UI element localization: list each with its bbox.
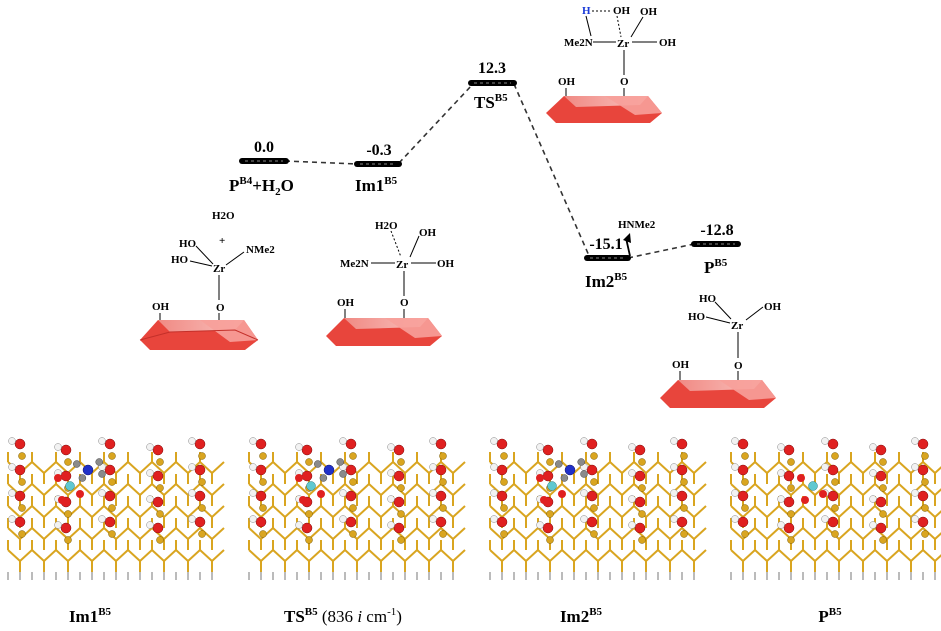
- svg-text:Zr: Zr: [731, 320, 743, 332]
- slab-im2: [489, 437, 707, 580]
- svg-text:H: H: [582, 5, 591, 17]
- svg-text:OH: OH: [672, 359, 690, 371]
- level-value-ts: 12.3: [478, 60, 506, 77]
- svg-text:OH: OH: [640, 6, 658, 18]
- svg-text:HNMe2: HNMe2: [618, 219, 656, 231]
- structure-im1: H2O OH Me2N Zr OH O OH: [326, 220, 455, 346]
- level-value-im1: -0.3: [366, 142, 391, 159]
- level-value-im2: -15.1: [589, 236, 622, 253]
- bottom-label-im1: Im1B5: [69, 606, 112, 626]
- surface-slab: [139, 320, 259, 350]
- level-name-im2: Im2B5: [585, 271, 628, 291]
- surface-slab: [660, 380, 776, 408]
- svg-text:Me2N: Me2N: [340, 258, 369, 270]
- svg-text:O: O: [216, 302, 225, 314]
- svg-text:OH: OH: [558, 76, 576, 88]
- svg-text:H2O: H2O: [375, 220, 398, 232]
- svg-text:H2O: H2O: [212, 210, 235, 222]
- bottom-label-im2: Im2B5: [560, 606, 603, 626]
- level-value-pb4: 0.0: [254, 139, 274, 156]
- svg-text:HO: HO: [171, 254, 189, 266]
- svg-text:O: O: [734, 360, 743, 372]
- svg-text:HO: HO: [699, 293, 717, 305]
- structure-pb4: H2O + HO HO NMe2 Zr O OH: [139, 210, 275, 350]
- surface-slab: [546, 96, 662, 123]
- reaction-path: [284, 83, 695, 259]
- svg-text:O: O: [620, 76, 629, 88]
- svg-text:NMe2: NMe2: [246, 244, 275, 256]
- level-name-pb4: PB4+H2O: [229, 175, 294, 198]
- svg-text:Me2N: Me2N: [564, 37, 593, 49]
- svg-text:OH: OH: [337, 297, 355, 309]
- level-value-pb5: -12.8: [700, 222, 733, 239]
- slab-models: [7, 437, 941, 580]
- level-name-im1: Im1B5: [355, 175, 398, 195]
- svg-text:OH: OH: [613, 5, 631, 17]
- svg-text:Zr: Zr: [213, 263, 225, 275]
- svg-text:OH: OH: [659, 37, 677, 49]
- svg-text:Zr: Zr: [617, 38, 629, 50]
- svg-text:OH: OH: [152, 301, 170, 313]
- bottom-label-ts: TSB5 (836 i cm-1): [284, 606, 402, 626]
- structure-pb5: HO OH HO Zr O OH: [660, 293, 782, 408]
- slab-ts: [248, 437, 466, 580]
- bottom-label-pb5: PB5: [818, 606, 842, 626]
- svg-text:OH: OH: [764, 301, 782, 313]
- structure-im2-leaving: HNMe2: [618, 219, 656, 257]
- svg-text:HO: HO: [179, 238, 197, 250]
- svg-text:HO: HO: [688, 311, 706, 323]
- slab-pb5: [730, 437, 941, 580]
- level-name-ts: TSB5: [474, 92, 508, 112]
- surface-slab: [326, 318, 442, 346]
- structure-ts: H OH OH Me2N Zr OH O OH: [546, 5, 677, 123]
- svg-text:+: +: [219, 235, 225, 247]
- slab-im1: [7, 437, 225, 580]
- svg-text:OH: OH: [419, 227, 437, 239]
- svg-text:OH: OH: [437, 258, 455, 270]
- svg-text:Zr: Zr: [396, 259, 408, 271]
- svg-text:O: O: [400, 297, 409, 309]
- level-name-pb5: PB5: [704, 257, 728, 277]
